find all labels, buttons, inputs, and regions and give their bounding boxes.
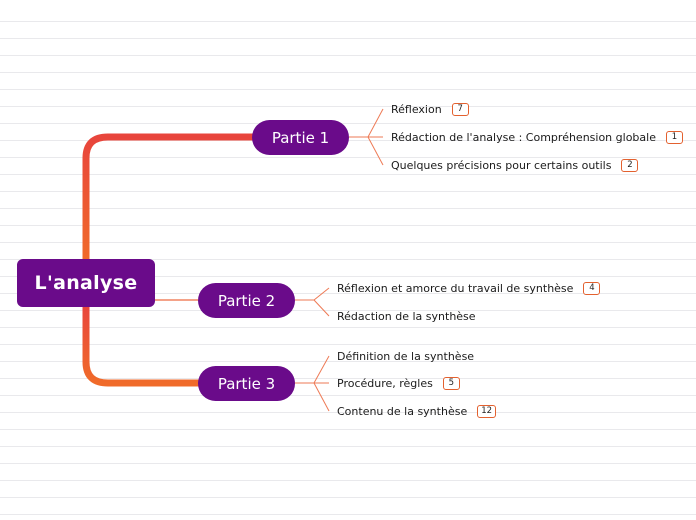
subtopic-label: Contenu de la synthèse xyxy=(337,404,468,418)
subtopic-label: Réflexion et amorce du travail de synthè… xyxy=(337,281,574,295)
branch-label: Partie 1 xyxy=(271,128,330,147)
connector-root-partie-3 xyxy=(82,301,202,387)
branch-node-partie-3[interactable]: Partie 3 xyxy=(198,366,295,401)
subtopic-label: Définition de la synthèse xyxy=(337,349,475,363)
subtopic-label: Quelques précisions pour certains outils xyxy=(391,158,612,172)
count-badge[interactable]: 2 xyxy=(621,158,639,172)
count-badge[interactable]: 12 xyxy=(477,404,497,418)
subtopic-label: Rédaction de l'analyse : Compréhension g… xyxy=(391,130,656,144)
connectors-partie-1 xyxy=(349,108,384,166)
connectors-partie-3 xyxy=(295,355,330,412)
central-topic-label: L'analyse xyxy=(34,272,138,294)
subtopic-redaction-synthese[interactable]: Rédaction de la synthèse xyxy=(337,308,476,324)
subtopic-definition-synthese[interactable]: Définition de la synthèse xyxy=(337,348,474,364)
count-badge[interactable]: 5 xyxy=(442,376,460,390)
branch-label: Partie 3 xyxy=(217,374,276,393)
count-badge[interactable]: 1 xyxy=(665,130,683,144)
subtopic-procedure-regles[interactable]: Procédure, règles 5 xyxy=(337,375,460,391)
count-badge[interactable]: 4 xyxy=(583,281,601,295)
subtopic-label: Réflexion xyxy=(391,102,442,116)
connector-root-partie-1 xyxy=(82,133,257,266)
count-badge[interactable]: 7 xyxy=(451,102,469,116)
subtopic-precisions-outils[interactable]: Quelques précisions pour certains outils… xyxy=(391,157,639,173)
central-topic-node[interactable]: L'analyse xyxy=(17,259,155,307)
subtopic-label: Rédaction de la synthèse xyxy=(337,309,476,323)
subtopic-contenu-synthese[interactable]: Contenu de la synthèse 12 xyxy=(337,403,497,419)
subtopic-redaction-analyse[interactable]: Rédaction de l'analyse : Compréhension g… xyxy=(391,129,683,145)
subtopic-reflexion-amorce[interactable]: Réflexion et amorce du travail de synthè… xyxy=(337,280,601,296)
branch-label: Partie 2 xyxy=(217,291,276,310)
subtopic-label: Procédure, règles xyxy=(337,376,433,390)
branch-node-partie-2[interactable]: Partie 2 xyxy=(198,283,295,318)
subtopic-reflexion[interactable]: Réflexion 7 xyxy=(391,101,469,117)
connectors-partie-2 xyxy=(295,287,330,317)
branch-node-partie-1[interactable]: Partie 1 xyxy=(252,120,349,155)
